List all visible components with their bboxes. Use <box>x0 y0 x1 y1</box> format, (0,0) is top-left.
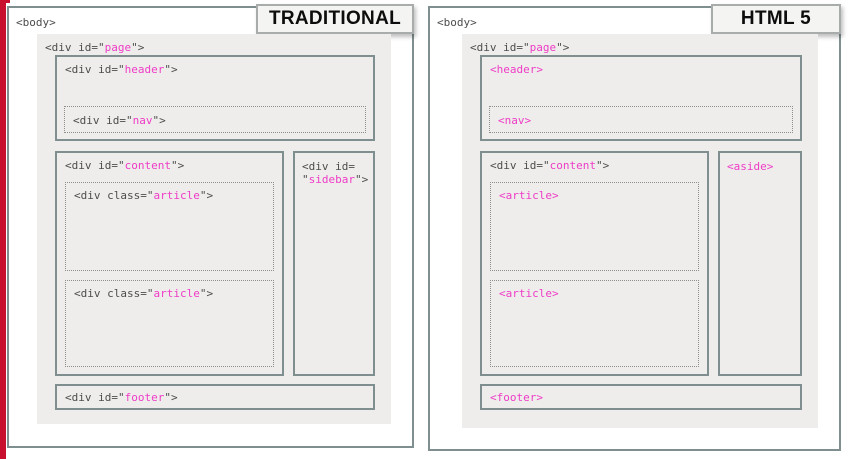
page-region: <div id="page"> <header> <nav> <div id="… <box>462 34 818 428</box>
footer-box: <div id="footer"> <box>55 384 375 410</box>
article-div-label-1: <div class="article"> <box>74 189 214 202</box>
aside-box: <aside> <box>718 151 802 376</box>
sidebar-div-label: <div id="sidebar"> <box>302 160 369 186</box>
nav-box: <div id="nav"> <box>64 106 366 133</box>
traditional-panel-title: TRADITIONAL <box>255 4 414 34</box>
article-tag-label-2: <article> <box>499 287 559 300</box>
traditional-panel: TRADITIONAL <body> <div id="page"> <div … <box>7 4 414 448</box>
red-accent-corner <box>0 0 10 3</box>
nav-box: <nav> <box>489 106 793 133</box>
body-tag-label: <body> <box>437 16 477 29</box>
footer-div-label: <div id="footer"> <box>65 391 178 404</box>
content-box: <div id="content"> <div class="article">… <box>55 151 284 376</box>
header-tag-label: <header> <box>490 63 543 76</box>
header-div-label: <div id="header"> <box>65 63 178 76</box>
aside-tag-label: <aside> <box>727 160 774 173</box>
article-box-1: <article> <box>490 182 699 271</box>
content-div-label: <div id="content"> <box>490 159 610 172</box>
page-div-label: <div id="page"> <box>470 41 570 54</box>
sidebar-box: <div id="sidebar"> <box>293 151 375 376</box>
article-box-2: <article> <box>490 280 699 367</box>
footer-box: <footer> <box>480 384 802 410</box>
html5-panel: HTML 5 <body> <div id="page"> <header> <… <box>428 4 841 451</box>
content-div-label: <div id="content"> <box>65 159 185 172</box>
header-box: <header> <nav> <box>480 55 802 141</box>
article-box-1: <div class="article"> <box>65 182 274 271</box>
content-box: <div id="content"> <article> <article> <box>480 151 709 376</box>
article-div-label-2: <div class="article"> <box>74 287 214 300</box>
article-box-2: <div class="article"> <box>65 280 274 367</box>
page-region: <div id="page"> <div id="header"> <div i… <box>37 34 391 424</box>
footer-tag-label: <footer> <box>490 391 543 404</box>
html5-panel-title: HTML 5 <box>710 4 841 34</box>
header-box: <div id="header"> <div id="nav"> <box>55 55 375 141</box>
page-div-label: <div id="page"> <box>45 41 145 54</box>
nav-div-label: <div id="nav"> <box>73 114 166 127</box>
nav-tag-label: <nav> <box>498 114 532 127</box>
article-tag-label-1: <article> <box>499 189 559 202</box>
body-tag-label: <body> <box>16 16 56 29</box>
red-accent-bar <box>0 0 6 459</box>
